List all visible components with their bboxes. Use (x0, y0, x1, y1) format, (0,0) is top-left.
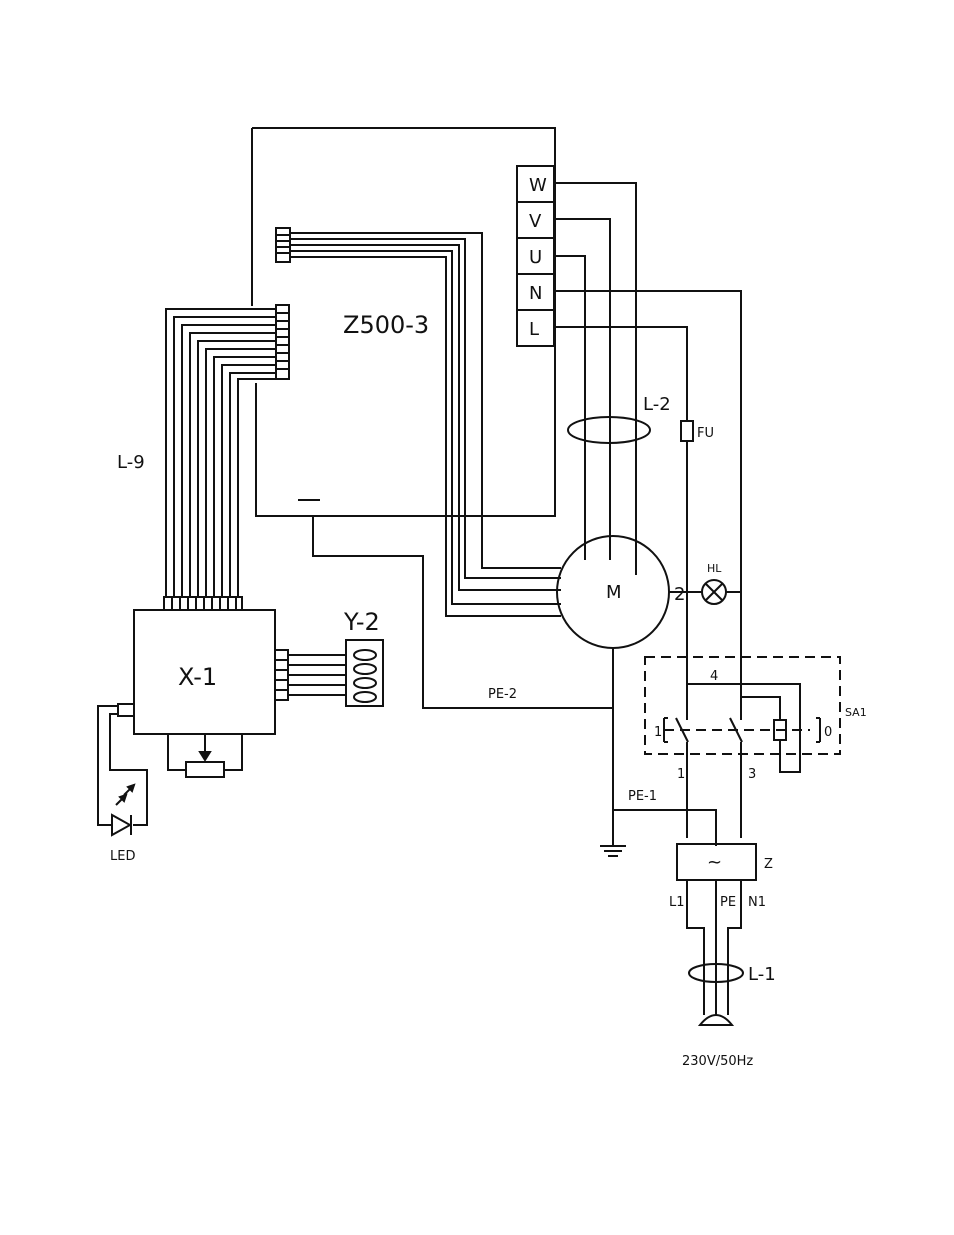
terminal-block: W V U N L (517, 166, 554, 346)
filter-label: Z (764, 857, 773, 872)
y2-segments (354, 650, 376, 702)
switch-pos1-label: 1 (654, 725, 662, 740)
led-circuit (98, 704, 147, 835)
filter-symbol: ~ (707, 852, 722, 873)
switch-sa1-box (645, 657, 840, 754)
mains-plug (700, 1015, 732, 1025)
terminal-n: N (529, 283, 542, 304)
switch-pos0-label: 0 (824, 725, 832, 740)
cable-l9-label: L-9 (117, 452, 145, 473)
cable-l2-label: L-2 (643, 394, 671, 415)
controller-top-connector (276, 228, 290, 262)
switch-4-label: 4 (710, 669, 718, 684)
x1-top-connector (164, 597, 242, 610)
controller-side-connector (276, 305, 289, 379)
fuse (681, 421, 693, 441)
fuse-label: FU (697, 426, 714, 441)
pe1-label: PE-1 (628, 789, 657, 804)
filter-l1-label: L1 (669, 895, 685, 910)
filter-pe-label: PE (720, 895, 736, 910)
sensor-wires (290, 233, 561, 616)
switch-sa1-label: SA1 (845, 706, 867, 719)
motor-pin-label: 2 (674, 584, 685, 605)
x1-label: X-1 (178, 663, 217, 691)
cable-l9-bundle (166, 309, 276, 597)
filter-n1-label: N1 (748, 895, 766, 910)
pe2-label: PE-2 (488, 687, 517, 702)
potentiometer (168, 734, 242, 777)
neutral-wire (555, 291, 741, 592)
terminal-v: V (529, 211, 542, 232)
motor-phase-wires (555, 183, 636, 575)
terminal-u: U (529, 247, 542, 268)
led-label: LED (110, 849, 135, 864)
y2-label: Y-2 (343, 608, 380, 636)
cable-l1-label: L-1 (748, 964, 776, 985)
switch-3-label: 3 (748, 767, 756, 782)
pe1-wire (613, 810, 716, 846)
switch-1-label: 1 (677, 767, 685, 782)
controller-label: Z500-3 (343, 311, 429, 339)
indicator-lamp (702, 580, 726, 604)
supply-label: 230V/50Hz (682, 1054, 753, 1069)
y2-wires (288, 655, 346, 695)
x1-right-connector (275, 650, 288, 700)
terminal-l: L (529, 319, 539, 340)
terminal-w: W (529, 175, 547, 196)
earth-symbol (600, 846, 626, 856)
lamp-label: HL (707, 562, 722, 575)
motor-label: M (606, 582, 622, 603)
